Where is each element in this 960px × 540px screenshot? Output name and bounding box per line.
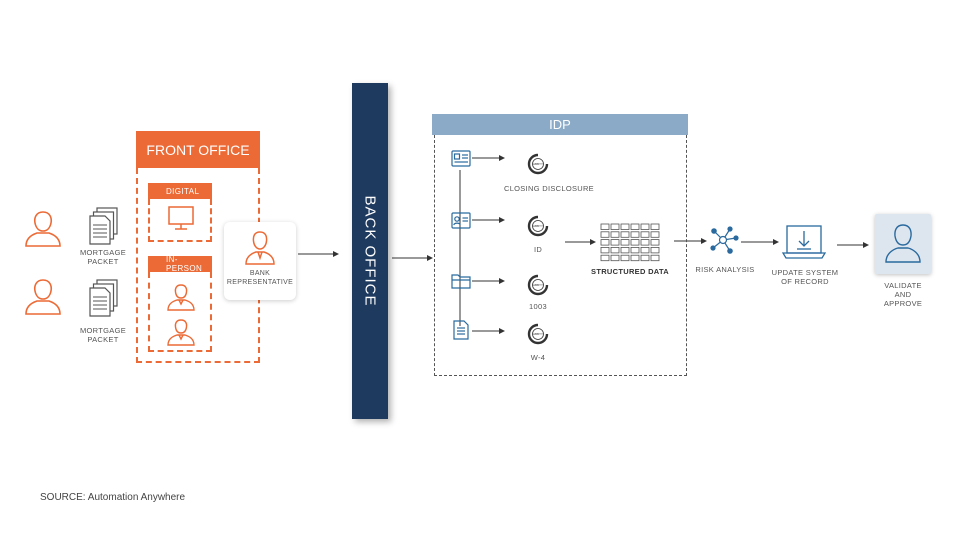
structured-data-label: STRUCTURED DATA bbox=[591, 267, 669, 276]
idp-box bbox=[434, 135, 687, 376]
grid-cell bbox=[620, 254, 630, 262]
id-label: ID bbox=[533, 245, 543, 254]
grid-cell bbox=[620, 223, 630, 230]
grid-cell bbox=[610, 254, 620, 262]
banker-icon bbox=[167, 284, 195, 311]
w4-document-icon bbox=[453, 320, 469, 340]
grid-cell bbox=[620, 231, 630, 238]
mortgage-packet-icon bbox=[89, 279, 118, 317]
in-person-header: IN-PERSON bbox=[148, 255, 212, 273]
source-note: SOURCE: Automation Anywhere bbox=[40, 492, 186, 503]
grid-cell bbox=[640, 231, 650, 238]
idp-header: IDP bbox=[432, 114, 688, 135]
grid-cell bbox=[650, 231, 660, 238]
grid-cell bbox=[610, 223, 620, 230]
abbyy-badge-icon: ABBYY bbox=[527, 274, 549, 296]
grid-cell bbox=[650, 239, 660, 246]
1003-label: 1003 bbox=[529, 302, 547, 311]
monitor-icon bbox=[168, 206, 194, 230]
grid-cell bbox=[630, 223, 640, 230]
laptop-download-icon bbox=[782, 225, 826, 259]
grid-cell bbox=[600, 223, 610, 230]
grid-cell bbox=[630, 254, 640, 262]
grid-cell bbox=[600, 239, 610, 246]
abbyy-badge-icon: ABBYY bbox=[527, 323, 549, 345]
closing-disclosure-doc-icon bbox=[451, 150, 471, 167]
grid-cell bbox=[640, 246, 650, 254]
grid-cell bbox=[650, 246, 660, 254]
grid-cell bbox=[620, 246, 630, 254]
structured-data-grid-icon bbox=[600, 223, 660, 262]
back-office-label: BACK OFFICE bbox=[361, 195, 379, 307]
closing-disclosure-label: CLOSING DISCLOSURE bbox=[503, 184, 594, 193]
mortgage-packet-icon bbox=[89, 207, 118, 245]
digital-box bbox=[148, 199, 212, 242]
grid-cell bbox=[610, 239, 620, 246]
grid-cell bbox=[630, 231, 640, 238]
customer-digital-icon bbox=[25, 211, 61, 247]
svg-text:ABBYY: ABBYY bbox=[533, 283, 543, 287]
grid-cell bbox=[630, 246, 640, 254]
grid-cell bbox=[600, 246, 610, 254]
bank-representative-icon bbox=[245, 231, 275, 265]
digital-header: DIGITAL bbox=[148, 183, 212, 199]
grid-cell bbox=[650, 254, 660, 262]
front-office-header: FRONT OFFICE bbox=[136, 131, 260, 168]
approver-icon bbox=[885, 224, 921, 263]
banker-icon bbox=[167, 319, 195, 346]
grid-cell bbox=[630, 239, 640, 246]
grid-cell bbox=[640, 239, 650, 246]
abbyy-badge-icon: ABBYY bbox=[527, 215, 549, 237]
w4-label: W-4 bbox=[530, 353, 546, 362]
grid-cell bbox=[600, 231, 610, 238]
svg-text:ABBYY: ABBYY bbox=[533, 224, 543, 228]
grid-cell bbox=[650, 223, 660, 230]
grid-cell bbox=[610, 246, 620, 254]
grid-cell bbox=[640, 254, 650, 262]
grid-cell bbox=[600, 254, 610, 262]
network-icon bbox=[710, 226, 739, 254]
back-office-bar: BACK OFFICE bbox=[352, 83, 388, 419]
grid-cell bbox=[620, 239, 630, 246]
risk-analysis-label: RISK ANALYSIS bbox=[695, 265, 755, 274]
svg-text:ABBYY: ABBYY bbox=[533, 162, 543, 166]
grid-cell bbox=[610, 231, 620, 238]
grid-cell bbox=[640, 223, 650, 230]
id-card-icon bbox=[451, 212, 471, 229]
validate-approve-card bbox=[875, 214, 931, 274]
customer-in-person-icon bbox=[25, 279, 61, 315]
svg-text:ABBYY: ABBYY bbox=[533, 332, 543, 336]
folder-icon bbox=[451, 274, 471, 289]
in-person-box bbox=[148, 272, 212, 352]
abbyy-badge-icon: ABBYY bbox=[527, 153, 549, 175]
